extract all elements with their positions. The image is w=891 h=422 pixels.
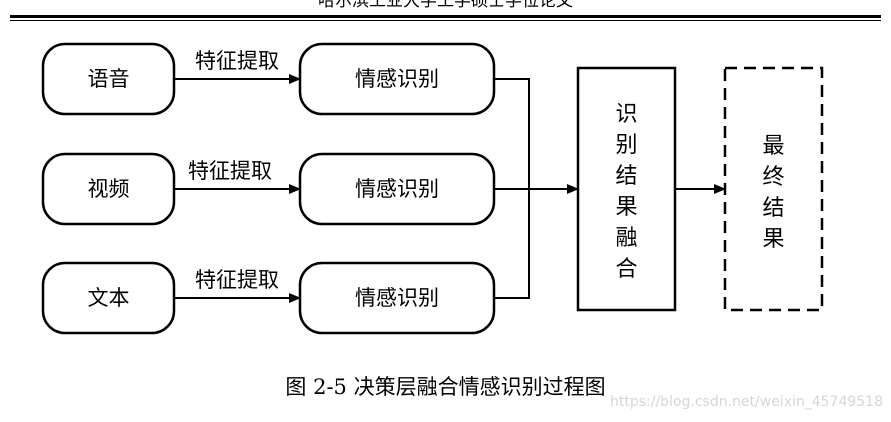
input-node-video-label: 视频	[88, 177, 130, 201]
result-fusion-label: 识 别 结 果 融 合	[615, 102, 637, 282]
page-header-title: 哈尔滨工业大学工学硕士学位论文	[318, 0, 573, 11]
fusion-char-1: 识	[615, 102, 637, 127]
header-rule-thin	[10, 20, 881, 21]
fusion-char-6: 合	[615, 257, 637, 282]
final-char-3: 结	[762, 196, 784, 221]
final-result-box	[723, 66, 824, 312]
edge-label-video-feature: 特征提取	[188, 159, 272, 183]
result-fusion-box	[576, 66, 677, 312]
fusion-char-4: 果	[615, 195, 637, 220]
connector-bottom-to-merge	[494, 189, 530, 299]
connector-top-to-merge	[494, 78, 530, 189]
input-node-speech-label: 语音	[88, 67, 130, 91]
final-char-1: 最	[762, 134, 784, 159]
edge-label-speech-feature: 特征提取	[195, 49, 279, 73]
final-result-label: 最 终 结 果	[762, 134, 784, 252]
header-rule-thick	[10, 15, 881, 18]
edge-label-text-feature: 特征提取	[195, 268, 279, 292]
final-char-2: 终	[762, 165, 784, 190]
emotion-recognition-speech-label: 情感识别	[355, 67, 439, 91]
emotion-recognition-text-label: 情感识别	[355, 286, 439, 310]
final-char-4: 果	[762, 227, 784, 252]
figure-caption: 图 2-5 决策层融合情感识别过程图	[285, 375, 606, 399]
input-node-text-label: 文本	[88, 286, 130, 310]
watermark-url: https://blog.csdn.net/weixin_45749518	[609, 394, 883, 410]
fusion-char-3: 结	[615, 164, 637, 189]
emotion-recognition-video-label: 情感识别	[355, 177, 439, 201]
fusion-char-5: 融	[615, 226, 637, 251]
fusion-char-2: 别	[615, 133, 637, 158]
